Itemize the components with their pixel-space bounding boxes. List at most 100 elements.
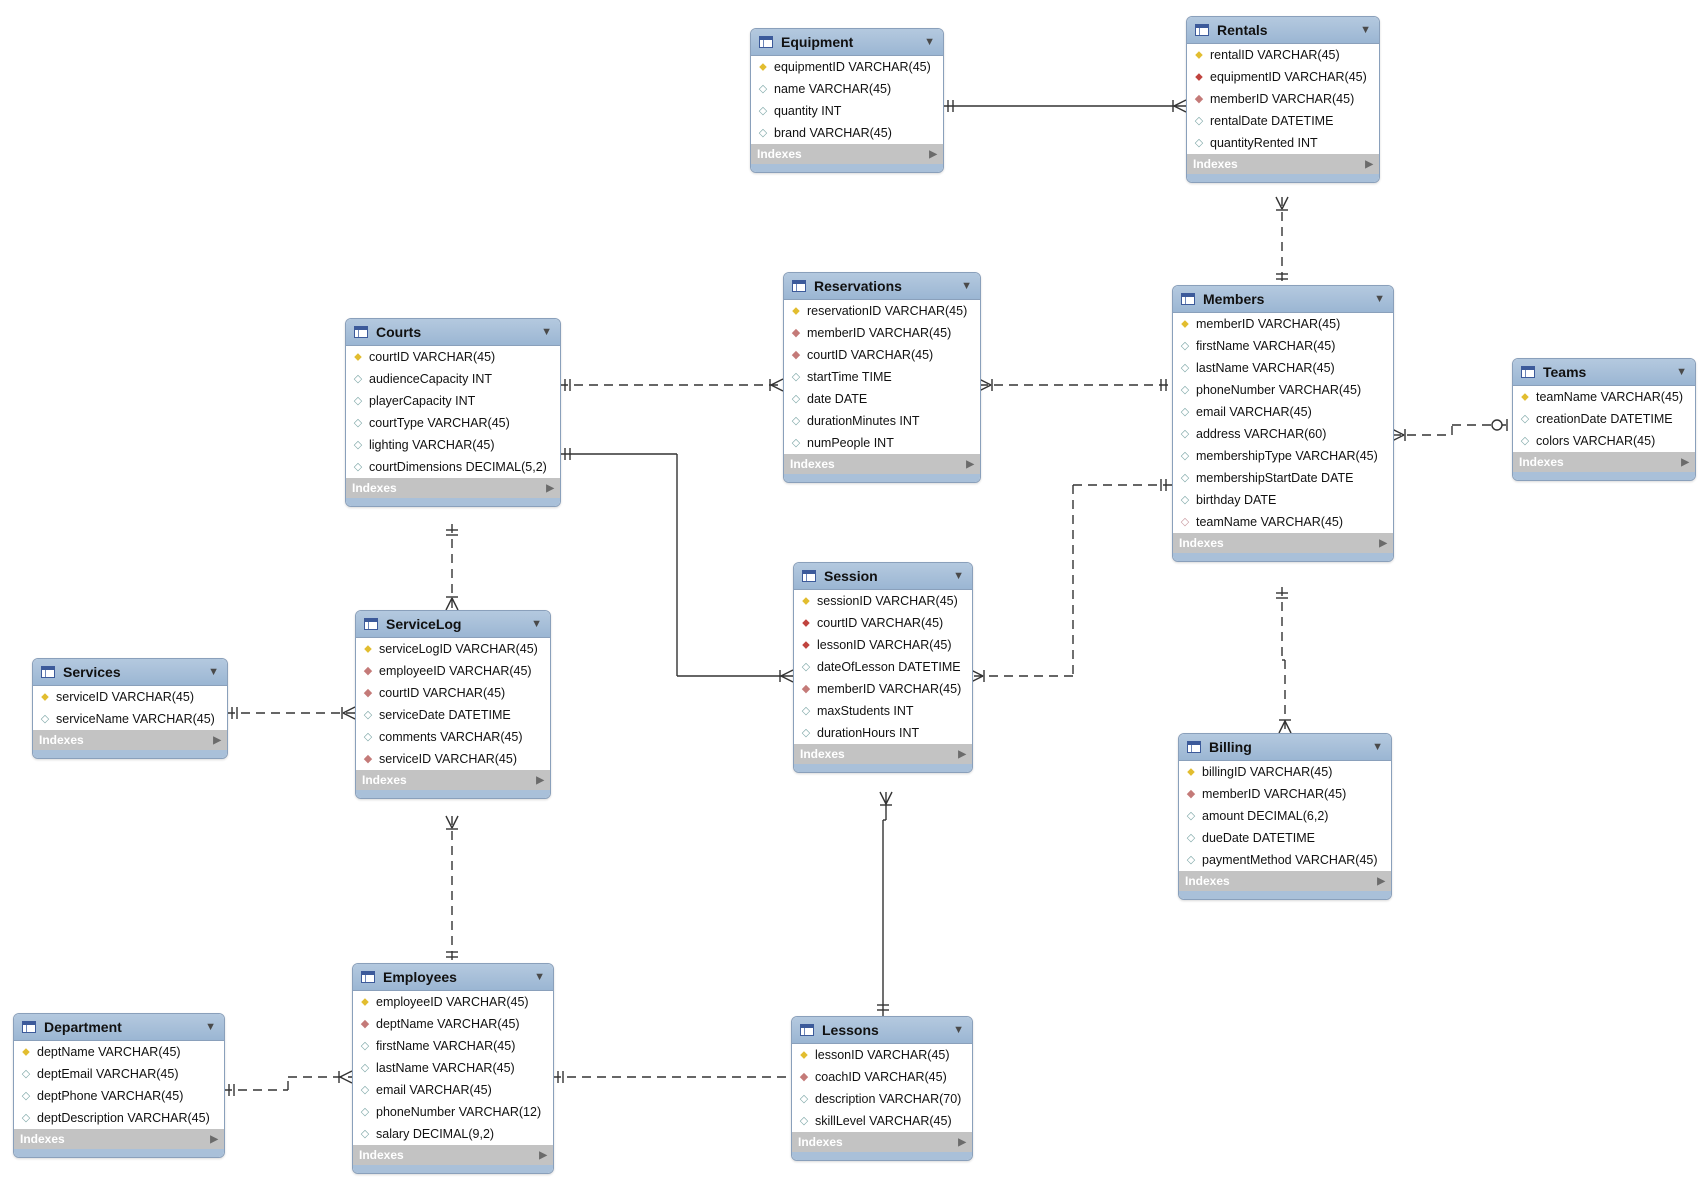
column-row[interactable]: ◇numPeople INT — [784, 432, 980, 454]
column-row[interactable]: ◇quantity INT — [751, 100, 943, 122]
expand-triangle-icon[interactable]: ▶ — [539, 1149, 547, 1161]
column-row[interactable]: ⬥sessionID VARCHAR(45) — [794, 590, 972, 612]
indexes-section[interactable]: Indexes▶ — [1179, 871, 1391, 891]
column-row[interactable]: ◇colors VARCHAR(45) — [1513, 430, 1695, 452]
collapse-triangle-icon[interactable]: ▼ — [1372, 741, 1383, 753]
entity-reservations[interactable]: Reservations▼⬥reservationID VARCHAR(45)◆… — [783, 272, 981, 483]
indexes-section[interactable]: Indexes▶ — [14, 1129, 224, 1149]
column-row[interactable]: ◇email VARCHAR(45) — [1173, 401, 1393, 423]
expand-triangle-icon[interactable]: ▶ — [1681, 456, 1689, 468]
indexes-section[interactable]: Indexes▶ — [784, 454, 980, 474]
column-row[interactable]: ◇deptEmail VARCHAR(45) — [14, 1063, 224, 1085]
entity-employees[interactable]: Employees▼⬥employeeID VARCHAR(45)◆deptNa… — [352, 963, 554, 1174]
column-row[interactable]: ◆courtID VARCHAR(45) — [356, 682, 550, 704]
indexes-section[interactable]: Indexes▶ — [353, 1145, 553, 1165]
column-row[interactable]: ◇serviceDate DATETIME — [356, 704, 550, 726]
indexes-section[interactable]: Indexes▶ — [792, 1132, 972, 1152]
column-row[interactable]: ◆memberID VARCHAR(45) — [794, 678, 972, 700]
entity-header[interactable]: Lessons▼ — [792, 1017, 972, 1044]
expand-triangle-icon[interactable]: ▶ — [929, 148, 937, 160]
column-row[interactable]: ◇lastName VARCHAR(45) — [353, 1057, 553, 1079]
collapse-triangle-icon[interactable]: ▼ — [1374, 293, 1385, 305]
column-row[interactable]: ⬥billingID VARCHAR(45) — [1179, 761, 1391, 783]
entity-department[interactable]: Department▼⬥deptName VARCHAR(45)◇deptEma… — [13, 1013, 225, 1158]
expand-triangle-icon[interactable]: ▶ — [1365, 158, 1373, 170]
column-row[interactable]: ⬥lessonID VARCHAR(45) — [792, 1044, 972, 1066]
entity-equipment[interactable]: Equipment▼⬥equipmentID VARCHAR(45)◇name … — [750, 28, 944, 173]
column-row[interactable]: ◇maxStudents INT — [794, 700, 972, 722]
column-row[interactable]: ◇dueDate DATETIME — [1179, 827, 1391, 849]
entity-services[interactable]: Services▼⬥serviceID VARCHAR(45)◇serviceN… — [32, 658, 228, 759]
entity-rentals[interactable]: Rentals▼⬥rentalID VARCHAR(45)⬥equipmentI… — [1186, 16, 1380, 183]
indexes-section[interactable]: Indexes▶ — [356, 770, 550, 790]
column-row[interactable]: ⬥employeeID VARCHAR(45) — [353, 991, 553, 1013]
column-row[interactable]: ⬥reservationID VARCHAR(45) — [784, 300, 980, 322]
entity-header[interactable]: Employees▼ — [353, 964, 553, 991]
collapse-triangle-icon[interactable]: ▼ — [531, 618, 542, 630]
collapse-triangle-icon[interactable]: ▼ — [953, 1024, 964, 1036]
column-row[interactable]: ◇courtType VARCHAR(45) — [346, 412, 560, 434]
entity-courts[interactable]: Courts▼⬥courtID VARCHAR(45)◇audienceCapa… — [345, 318, 561, 507]
column-row[interactable]: ⬥lessonID VARCHAR(45) — [794, 634, 972, 656]
column-row[interactable]: ⬥teamName VARCHAR(45) — [1513, 386, 1695, 408]
collapse-triangle-icon[interactable]: ▼ — [541, 326, 552, 338]
collapse-triangle-icon[interactable]: ▼ — [205, 1021, 216, 1033]
collapse-triangle-icon[interactable]: ▼ — [534, 971, 545, 983]
column-row[interactable]: ◇firstName VARCHAR(45) — [1173, 335, 1393, 357]
indexes-section[interactable]: Indexes▶ — [1173, 533, 1393, 553]
entity-header[interactable]: Rentals▼ — [1187, 17, 1379, 44]
entity-header[interactable]: ServiceLog▼ — [356, 611, 550, 638]
column-row[interactable]: ◆memberID VARCHAR(45) — [1179, 783, 1391, 805]
column-row[interactable]: ◇courtDimensions DECIMAL(5,2) — [346, 456, 560, 478]
expand-triangle-icon[interactable]: ▶ — [546, 482, 554, 494]
column-row[interactable]: ◇teamName VARCHAR(45) — [1173, 511, 1393, 533]
column-row[interactable]: ◇deptDescription VARCHAR(45) — [14, 1107, 224, 1129]
column-row[interactable]: ◇address VARCHAR(60) — [1173, 423, 1393, 445]
column-row[interactable]: ◆employeeID VARCHAR(45) — [356, 660, 550, 682]
entity-header[interactable]: Members▼ — [1173, 286, 1393, 313]
entity-teams[interactable]: Teams▼⬥teamName VARCHAR(45)◇creationDate… — [1512, 358, 1696, 481]
indexes-section[interactable]: Indexes▶ — [794, 744, 972, 764]
column-row[interactable]: ◆memberID VARCHAR(45) — [1187, 88, 1379, 110]
collapse-triangle-icon[interactable]: ▼ — [953, 570, 964, 582]
column-row[interactable]: ◇audienceCapacity INT — [346, 368, 560, 390]
column-row[interactable]: ◇durationMinutes INT — [784, 410, 980, 432]
expand-triangle-icon[interactable]: ▶ — [1377, 875, 1385, 887]
column-row[interactable]: ◇paymentMethod VARCHAR(45) — [1179, 849, 1391, 871]
collapse-triangle-icon[interactable]: ▼ — [924, 36, 935, 48]
column-row[interactable]: ◆memberID VARCHAR(45) — [784, 322, 980, 344]
column-row[interactable]: ◇skillLevel VARCHAR(45) — [792, 1110, 972, 1132]
entity-servicelog[interactable]: ServiceLog▼⬥serviceLogID VARCHAR(45)◆emp… — [355, 610, 551, 799]
indexes-section[interactable]: Indexes▶ — [1513, 452, 1695, 472]
column-row[interactable]: ◇deptPhone VARCHAR(45) — [14, 1085, 224, 1107]
column-row[interactable]: ◇creationDate DATETIME — [1513, 408, 1695, 430]
entity-header[interactable]: Courts▼ — [346, 319, 560, 346]
collapse-triangle-icon[interactable]: ▼ — [1676, 366, 1687, 378]
column-row[interactable]: ⬥memberID VARCHAR(45) — [1173, 313, 1393, 335]
expand-triangle-icon[interactable]: ▶ — [213, 734, 221, 746]
column-row[interactable]: ⬥rentalID VARCHAR(45) — [1187, 44, 1379, 66]
column-row[interactable]: ⬥equipmentID VARCHAR(45) — [751, 56, 943, 78]
entity-session[interactable]: Session▼⬥sessionID VARCHAR(45)⬥courtID V… — [793, 562, 973, 773]
column-row[interactable]: ◇membershipType VARCHAR(45) — [1173, 445, 1393, 467]
expand-triangle-icon[interactable]: ▶ — [210, 1133, 218, 1145]
column-row[interactable]: ◇comments VARCHAR(45) — [356, 726, 550, 748]
column-row[interactable]: ⬥equipmentID VARCHAR(45) — [1187, 66, 1379, 88]
entity-header[interactable]: Reservations▼ — [784, 273, 980, 300]
column-row[interactable]: ◇birthday DATE — [1173, 489, 1393, 511]
column-row[interactable]: ⬥courtID VARCHAR(45) — [794, 612, 972, 634]
column-row[interactable]: ⬥serviceID VARCHAR(45) — [33, 686, 227, 708]
expand-triangle-icon[interactable]: ▶ — [958, 1136, 966, 1148]
entity-header[interactable]: Session▼ — [794, 563, 972, 590]
entity-header[interactable]: Services▼ — [33, 659, 227, 686]
entity-header[interactable]: Billing▼ — [1179, 734, 1391, 761]
column-row[interactable]: ◇dateOfLesson DATETIME — [794, 656, 972, 678]
column-row[interactable]: ◇lighting VARCHAR(45) — [346, 434, 560, 456]
column-row[interactable]: ◆serviceID VARCHAR(45) — [356, 748, 550, 770]
expand-triangle-icon[interactable]: ▶ — [958, 748, 966, 760]
column-row[interactable]: ◇rentalDate DATETIME — [1187, 110, 1379, 132]
collapse-triangle-icon[interactable]: ▼ — [961, 280, 972, 292]
column-row[interactable]: ◆coachID VARCHAR(45) — [792, 1066, 972, 1088]
column-row[interactable]: ◇startTime TIME — [784, 366, 980, 388]
column-row[interactable]: ⬥serviceLogID VARCHAR(45) — [356, 638, 550, 660]
